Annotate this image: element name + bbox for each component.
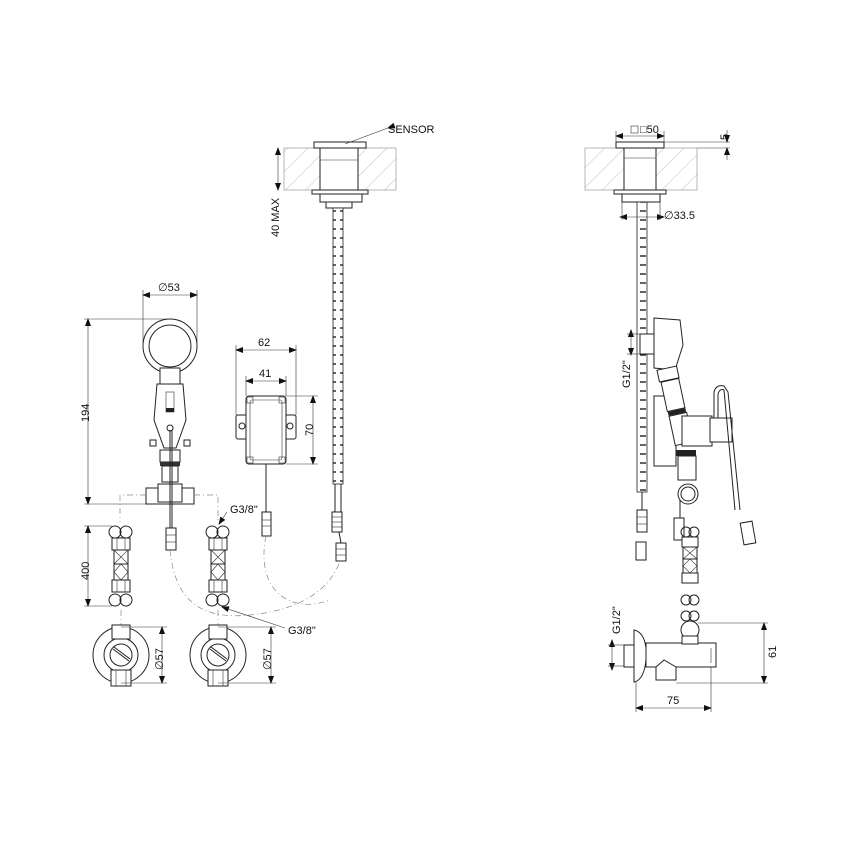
control-box xyxy=(235,395,297,537)
angle-valve-side-view xyxy=(623,610,717,683)
sensor-front-view xyxy=(283,141,397,562)
flex-hose-right xyxy=(205,525,230,607)
box-height-dimension: 70 xyxy=(304,424,316,436)
sensor-square-dimension: □50 xyxy=(640,124,659,136)
thread-label-side: G1/2" xyxy=(621,360,633,388)
angle-valve-height-dimension: 61 xyxy=(767,646,779,658)
valve-diameter-right-dimension: ∅57 xyxy=(262,648,274,670)
sensor-label: SENSOR xyxy=(388,124,435,136)
thread-label-valve: G1/2" xyxy=(611,606,623,634)
box-outer-width-dimension: 62 xyxy=(258,337,270,349)
height-194-dimension: 194 xyxy=(80,404,92,422)
hose-length-dimension: 400 xyxy=(80,562,92,580)
shaft-diameter-dimension: ∅33.5 xyxy=(664,210,695,222)
thread-label-bottom: G3/8" xyxy=(288,625,316,637)
stop-valve-left xyxy=(92,624,150,687)
flex-hose-left xyxy=(108,525,133,607)
handle-diameter-dimension: ∅53 xyxy=(158,282,180,294)
flush-valve-side-view xyxy=(639,317,757,606)
box-inner-width-dimension: 41 xyxy=(259,368,271,380)
angle-valve-width-dimension: 75 xyxy=(667,695,679,707)
valve-diameter-left-dimension: ∅57 xyxy=(154,648,166,670)
flush-valve-front-view xyxy=(142,318,198,551)
sensor-leader xyxy=(344,122,396,145)
thread-label-top: G3/8" xyxy=(230,504,258,516)
sensor-depth-dimension: 40 MAX xyxy=(270,197,282,237)
sensor-flange-dimension: 5 xyxy=(719,134,731,140)
stop-valve-right xyxy=(189,624,247,687)
